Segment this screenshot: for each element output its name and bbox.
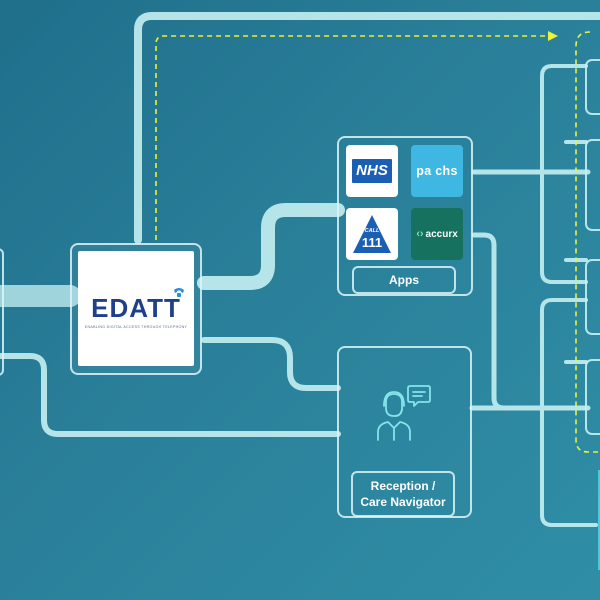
edatt-logo-card: EDATT ENABLING DIGITAL ACCESS THROUGH TE… xyxy=(78,251,194,366)
right-box-4 xyxy=(585,359,600,435)
call111-app-tile[interactable]: CALL 111 xyxy=(346,208,398,260)
right-box-1 xyxy=(585,59,600,115)
call111-main-text: 111 xyxy=(361,235,383,250)
connector-edatt-top-loop xyxy=(134,12,600,244)
right-accent-bar xyxy=(598,470,600,570)
right-column-bracket-upper xyxy=(540,64,588,284)
call111-logo-icon xyxy=(353,215,391,253)
accurx-logo-text: accurx xyxy=(425,228,458,240)
dashed-route-right xyxy=(575,31,600,453)
connector-left-loop xyxy=(0,353,341,437)
edatt-logo-text: EDATT xyxy=(91,293,181,323)
edatt-handset-icon xyxy=(174,288,184,297)
nhs-logo-text: NHS xyxy=(356,162,388,179)
connector-bottom-right xyxy=(504,408,520,430)
patchs-logo-text: pa chs xyxy=(416,164,458,178)
dashed-arrowhead xyxy=(548,31,558,41)
care-navigator-icon xyxy=(377,385,431,441)
right-box-3 xyxy=(585,259,600,335)
edatt-tagline: ENABLING DIGITAL ACCESS THROUGH TELEPHON… xyxy=(84,325,188,329)
call111-top-text: CALL xyxy=(364,228,380,234)
dashed-route xyxy=(155,35,548,240)
reception-group xyxy=(337,346,472,518)
reception-label: Reception / Care Navigator xyxy=(351,471,455,517)
left-source-node xyxy=(0,248,4,376)
connector-edatt-to-reception xyxy=(201,337,341,391)
reception-label-line1: Reception / xyxy=(370,478,436,493)
accurx-app-tile[interactable]: ‹› accurx xyxy=(411,208,463,260)
right-box-2 xyxy=(585,139,600,231)
apps-label-text: Apps xyxy=(389,272,419,287)
apps-group xyxy=(337,136,473,296)
connector-edatt-to-apps xyxy=(197,203,345,290)
reception-label-line2: Care Navigator xyxy=(360,495,446,509)
apps-label: Apps xyxy=(352,266,456,294)
accurx-chevron-icon: ‹› xyxy=(416,228,424,240)
nhs-app-tile[interactable]: NHS xyxy=(346,145,398,197)
patchs-app-tile[interactable]: pa chs xyxy=(411,145,463,197)
right-column-bracket-lower xyxy=(540,298,598,527)
